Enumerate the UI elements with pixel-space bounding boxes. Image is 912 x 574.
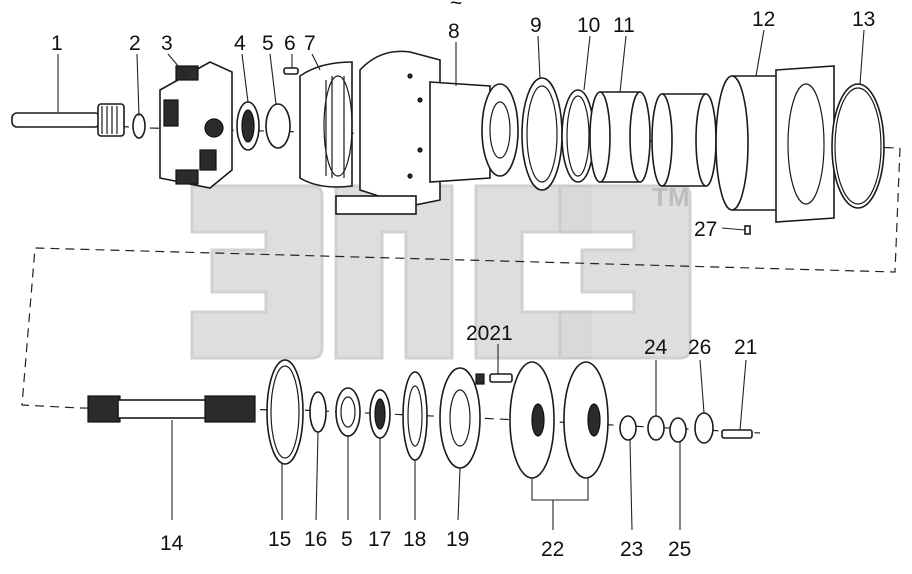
part-22-gears: [509, 361, 609, 479]
part-13-o-ring: [831, 83, 885, 209]
part-9-seal-inner: [526, 85, 558, 183]
watermark-letter-1: [190, 184, 324, 360]
part-23-ring: [619, 415, 637, 441]
part-5-ring-lower: [335, 387, 361, 437]
callout-26: 26: [688, 336, 711, 359]
callout-15: 15: [268, 528, 291, 551]
part-15-ring-inner: [270, 365, 300, 459]
callout-9: 9: [530, 14, 542, 37]
callout-2: 2: [129, 32, 141, 55]
callout-labels: 1 2 3 4 5 6 7 8 9 10 11 12 13 27 2021 24…: [51, 8, 875, 561]
callout-10: 10: [577, 14, 600, 37]
watermark-letter-4: [558, 184, 692, 360]
part-12-drum: [715, 65, 835, 223]
callout-5-upper: 5: [262, 32, 274, 55]
part-13-o-ring-inner: [834, 87, 882, 205]
part-18-plate-inner: [407, 385, 423, 447]
callout-12: 12: [752, 8, 775, 31]
part-24-ring: [647, 415, 665, 441]
part-9-seal: [521, 77, 563, 191]
part-4-bearing: [236, 101, 260, 151]
callout-7: 7: [304, 32, 316, 55]
part-17-bearing: [369, 389, 391, 439]
callout-24: 24: [644, 336, 668, 359]
part-21-bolt-upper: [489, 373, 513, 383]
callout-25: 25: [668, 538, 691, 561]
part-27-pin: [744, 225, 751, 235]
callout-14: 14: [160, 532, 184, 555]
callout-3: 3: [161, 32, 173, 55]
callout-19: 19: [446, 528, 469, 551]
part-2-ring: [132, 113, 146, 139]
part-3-carrier: [159, 61, 233, 189]
callout-11: 11: [613, 14, 635, 37]
part-7-ring-gear: [299, 61, 353, 188]
part-sleeve-unlabeled: [651, 93, 717, 187]
callout-21: 21: [734, 336, 757, 359]
callout-5-lower: 5: [341, 528, 353, 551]
top-mark: ~: [450, 0, 462, 15]
watermark: TM: [190, 182, 692, 360]
callout-16: 16: [304, 528, 327, 551]
callout-2021: 2021: [466, 322, 513, 345]
callout-17: 17: [368, 528, 391, 551]
callout-6: 6: [284, 32, 296, 55]
part-1-splined-shaft: [11, 103, 125, 137]
callout-1: 1: [51, 32, 63, 55]
part-21-bolt-lower: [721, 429, 753, 439]
callout-23: 23: [620, 538, 643, 561]
part-15-ring: [266, 359, 304, 465]
part-26-disc: [694, 412, 714, 444]
part-11-sleeve: [589, 91, 651, 183]
part-19-disc: [439, 367, 481, 469]
watermark-letter-2: [334, 184, 454, 360]
callout-13: 13: [852, 8, 875, 31]
leader-lines: [57, 29, 865, 531]
callout-27: 27: [694, 218, 717, 241]
part-10-ring-inner: [566, 95, 590, 177]
part-14-shaft: [87, 395, 256, 423]
part-6-pin: [283, 67, 299, 75]
part-18-plate: [402, 371, 428, 461]
return-path: [21, 147, 901, 409]
callout-22: 22: [541, 538, 564, 561]
part-5-ring-upper: [265, 103, 291, 149]
watermark-trademark: TM: [652, 182, 690, 212]
part-25-ring: [669, 417, 687, 443]
part-8-housing: [335, 50, 519, 215]
callout-4: 4: [234, 32, 246, 55]
part-16-ring: [309, 391, 327, 433]
callout-18: 18: [403, 528, 426, 551]
part-20-nut: [475, 373, 485, 385]
callout-8: 8: [448, 20, 460, 43]
part-19-disc-inner: [449, 389, 471, 447]
